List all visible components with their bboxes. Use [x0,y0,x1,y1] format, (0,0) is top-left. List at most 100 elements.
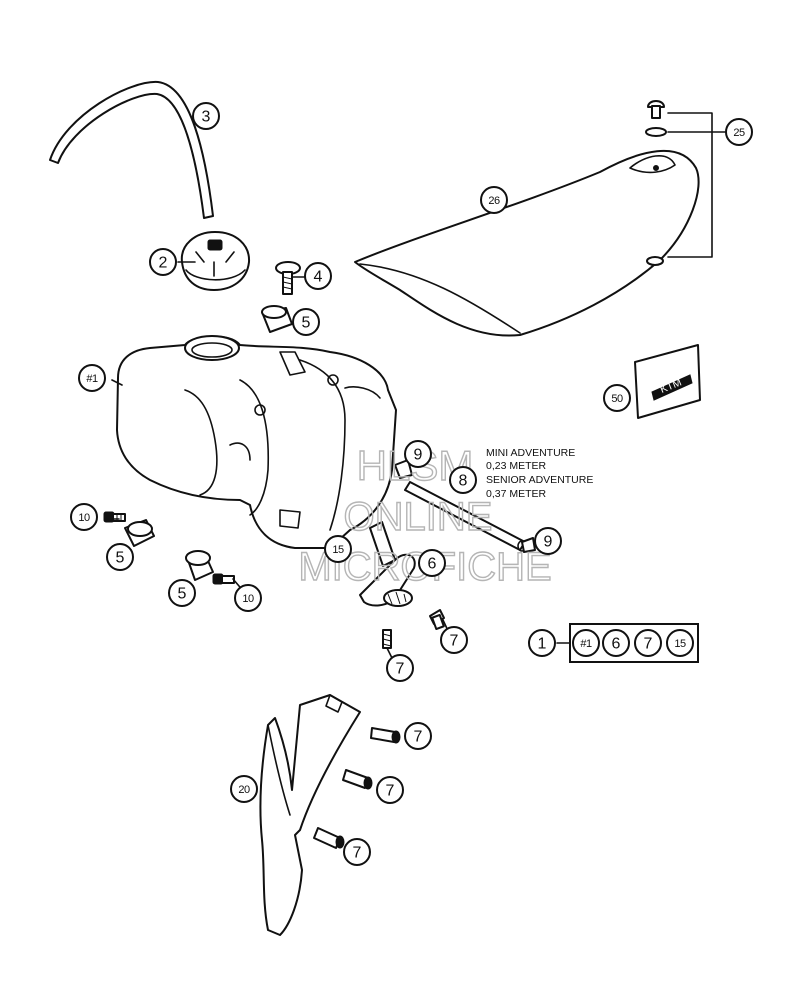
fuel-cap [180,231,251,291]
callout-c7b-label: 7 [396,661,405,678]
assembly-member-4-circle [666,629,694,657]
callout-c7a-label: 7 [450,633,459,650]
callout-c9b-circle [534,527,562,555]
seat [354,149,700,337]
assembly-member-4: 15 [666,629,694,657]
callout-c9a: 9 [404,440,432,468]
callout-c7b-circle [386,654,414,682]
callout-c5c-label: 5 [178,586,187,603]
watermark-line-2: ONLINE [344,495,493,539]
callout-c10a: 10 [70,503,98,531]
assembly-set-label-label: 1 [538,636,547,653]
callout-c26-circle [480,186,508,214]
callout-c9b-label: 9 [544,534,553,551]
callout-c9a-circle [404,440,432,468]
hose-clamp-upper [394,459,413,479]
callout-c3-label: 3 [202,109,211,126]
callout-c10b-circle [234,584,262,612]
callout-c26: 26 [480,186,508,214]
assembly-member-1: #1 [572,629,600,657]
callout-c6-circle [418,549,446,577]
rubber-bushing [261,305,293,333]
bushing-left-upper [124,519,155,547]
callout-c5c: 5 [168,579,196,607]
callout-c7e-label: 7 [353,845,362,862]
assembly-member-3-label: 7 [644,636,653,653]
screw-7b [382,629,392,649]
callout-c10b: 10 [234,584,262,612]
callout-c8-label: 8 [459,473,468,490]
callout-c1t: #1 [78,364,106,392]
side-panel [259,694,361,936]
callout-c25-circle [725,118,753,146]
callout-c15: 15 [324,535,352,563]
callout-c2-label: 2 [159,255,168,272]
breather-hose [49,80,214,219]
small-screw [275,261,301,295]
callout-c25-label: 25 [733,127,745,139]
callout-c7c: 7 [404,722,432,750]
callout-c5a-label: 5 [302,315,311,332]
seat-bolt-set [645,100,726,266]
screw-7d [342,769,373,790]
assembly-set-label-circle [528,629,556,657]
hose-clamp-lower [521,537,536,553]
callout-c25: 25 [725,118,753,146]
callout-c6-label: 6 [428,556,437,573]
decal: KTM [634,344,701,419]
bushing-left-lower [185,550,214,581]
assembly-member-4-label: 15 [674,638,686,650]
assembly-member-2-label: 6 [612,636,621,653]
callout-c5c-circle [168,579,196,607]
note-senior-length: 0,37 METER [486,488,547,500]
screw-7e [313,827,345,849]
callout-c7a: 7 [440,626,468,654]
fuel-tap [359,553,416,607]
callout-c2-circle [149,248,177,276]
callout-c7c-circle [404,722,432,750]
assembly-member-1-circle [572,629,600,657]
callout-c9b: 9 [534,527,562,555]
assembly-member-3: 7 [634,629,662,657]
callout-c7e-circle [343,838,371,866]
callout-c50: 50 [603,384,631,412]
assembly-set-label: 1 [528,629,556,657]
callout-c3: 3 [192,102,220,130]
callout-c4: 4 [304,262,332,290]
callout-c2: 2 [149,248,177,276]
callout-c7c-label: 7 [414,729,423,746]
callout-c7d-label: 7 [386,783,395,800]
hose-length-notes: MINI ADVENTURE 0,23 METER SENIOR ADVENTU… [486,447,593,500]
callout-c6: 6 [418,549,446,577]
callout-c10b-label: 10 [242,593,254,605]
callout-c26-label: 26 [488,195,500,207]
assembly-member-3-circle [634,629,662,657]
note-senior-adventure: SENIOR ADVENTURE [486,474,593,486]
callout-c4-label: 4 [314,269,323,286]
callout-c7d: 7 [376,776,404,804]
assembly-member-2: 6 [602,629,630,657]
callout-c8-circle [449,466,477,494]
callout-c7b: 7 [386,654,414,682]
assembly-member-2-circle [602,629,630,657]
callout-c3-circle [192,102,220,130]
fuel-tank [116,335,397,549]
callout-c5a: 5 [292,308,320,336]
callout-c5b-circle [106,543,134,571]
callout-c5b-label: 5 [116,550,125,567]
note-mini-length: 0,23 METER [486,460,547,472]
callout-c1t-circle [78,364,106,392]
bolt-left-lower [212,573,235,585]
screw-7c [370,727,401,744]
screw-7a [429,609,445,631]
callout-c7d-circle [376,776,404,804]
callout-c5b: 5 [106,543,134,571]
callout-c7e: 7 [343,838,371,866]
callout-c5a-circle [292,308,320,336]
callout-c50-circle [603,384,631,412]
callout-c10a-circle [70,503,98,531]
callout-c20: 20 [230,775,258,803]
callout-c20-label: 20 [238,784,250,796]
callout-layer: 3 2 4 5 #1 25 26 50 9 8 9 10 5 5 10 15 6 7 7 7 7 7 20 1 #1 6 7 15 [70,102,753,866]
